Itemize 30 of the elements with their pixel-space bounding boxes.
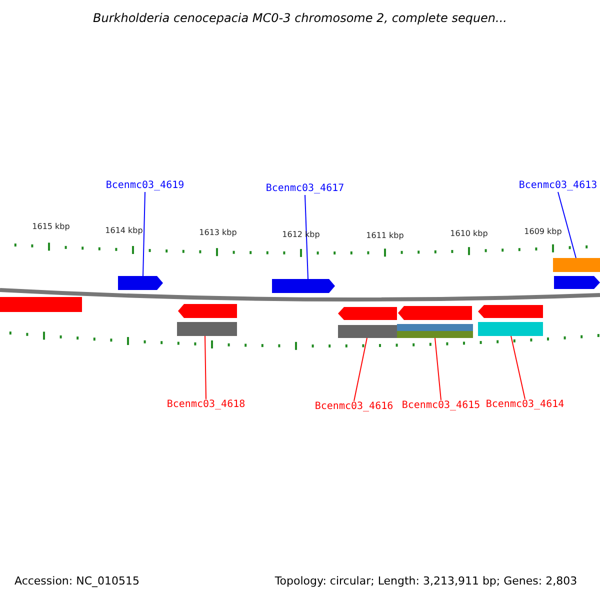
- feature-bar: [553, 258, 600, 272]
- leader-line: [558, 192, 576, 258]
- scale-label: 1615 kbp: [32, 223, 70, 231]
- scale-label: 1611 kbp: [366, 232, 404, 240]
- scale-label: 1610 kbp: [450, 230, 488, 238]
- scale-label: 1609 kbp: [524, 228, 562, 236]
- map-title: Burkholderia cenocepacia MC0-3 chromosome 2, complete sequen...: [93, 12, 507, 24]
- leader-line: [354, 338, 368, 402]
- gene-label: Bcenmc03_4618: [166, 400, 246, 410]
- leader-line: [142, 192, 146, 276]
- scale-label: 1614 kbp: [105, 227, 143, 235]
- feature-bar: [338, 325, 397, 338]
- gene-label: Bcenmc03_4617: [266, 184, 344, 194]
- footer-text: Accession: NC_010515: [14, 576, 140, 586]
- leader-line: [434, 338, 442, 400]
- leader-line: [204, 336, 206, 400]
- leader-line: [304, 194, 308, 280]
- feature-bar: [397, 324, 473, 338]
- gene-arrow: [118, 276, 163, 290]
- feature-bar: [478, 322, 543, 336]
- gene-label: Bcenmc03_4615: [402, 401, 480, 411]
- leader-line: [510, 336, 526, 400]
- scale-label: 1613 kbp: [199, 229, 237, 237]
- gene-label: Bcenmc03_4616: [314, 402, 394, 412]
- feature-bar: [177, 322, 237, 336]
- gene-arrow: [272, 279, 335, 293]
- footer-text: Topology: circular; Length: 3,213,911 bp; Genes: 2,803: [274, 576, 578, 586]
- gene-label: Bcenmc03_4619: [106, 181, 184, 191]
- gene-label: Bcenmc03_4613: [518, 181, 598, 191]
- gene-label: Bcenmc03_4614: [486, 400, 564, 410]
